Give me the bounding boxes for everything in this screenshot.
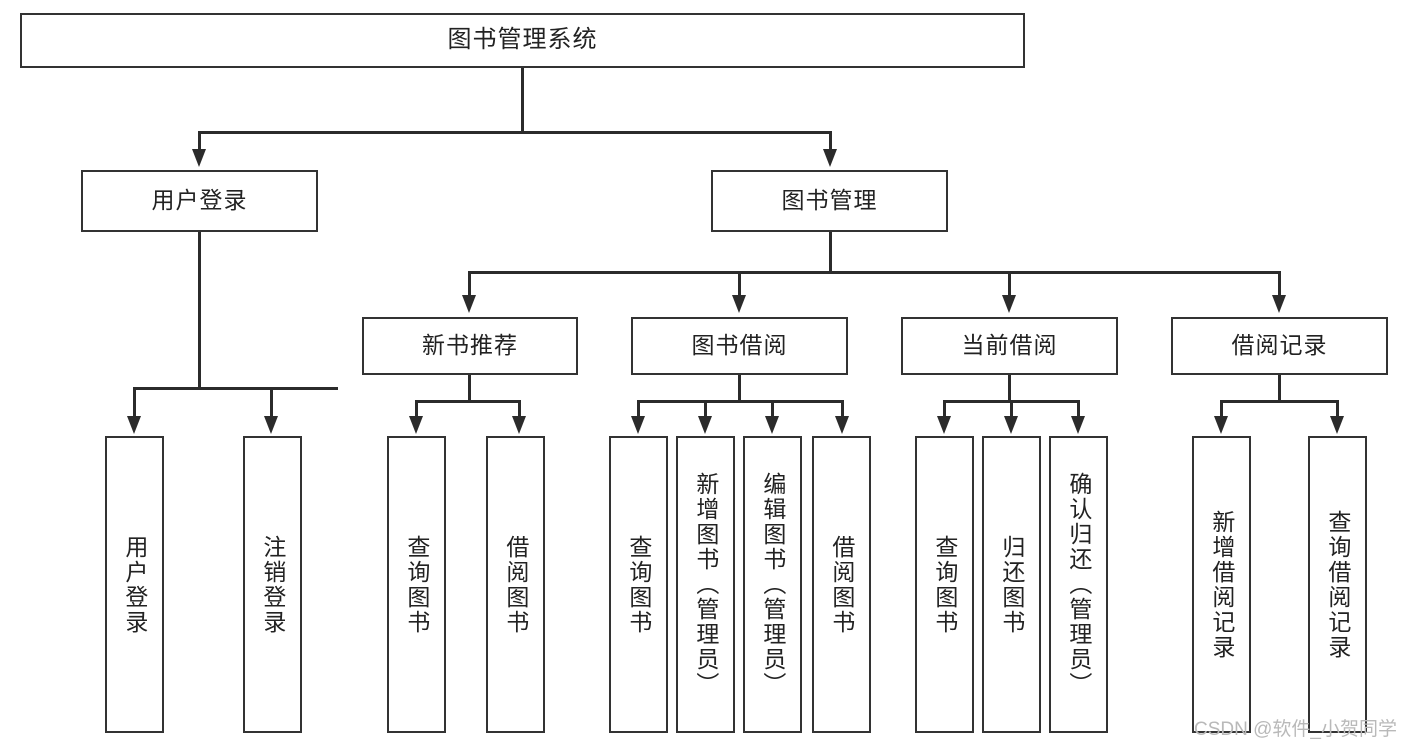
connector-user-login-drop-1 bbox=[133, 387, 136, 418]
connector-borrow-drop-3 bbox=[771, 400, 774, 418]
connector-level3-drop-4 bbox=[1278, 271, 1281, 297]
connector-borrow-drop-4 bbox=[841, 400, 844, 418]
arrow-to-leaf-return-book bbox=[1004, 416, 1018, 434]
arrow-to-leaf-query-book-1 bbox=[409, 416, 423, 434]
arrow-to-leaf-add-book bbox=[698, 416, 712, 434]
connector-record-drop-1 bbox=[1220, 400, 1223, 418]
connector-recommend-bus bbox=[415, 400, 521, 403]
arrow-to-leaf-user-login bbox=[127, 416, 141, 434]
connector-level3-drop-2 bbox=[738, 271, 741, 297]
node-current-borrow[interactable]: 当前借阅 bbox=[901, 317, 1118, 375]
arrow-to-leaf-query-book-2 bbox=[631, 416, 645, 434]
node-user-login[interactable]: 用户登录 bbox=[81, 170, 318, 232]
connector-recommend-trunk bbox=[468, 375, 471, 403]
connector-borrow-drop-1 bbox=[637, 400, 640, 418]
arrow-to-leaf-query-record bbox=[1330, 416, 1344, 434]
connector-current-trunk bbox=[1008, 375, 1011, 403]
node-book-management[interactable]: 图书管理 bbox=[711, 170, 948, 232]
arrow-to-leaf-borrow-book-2 bbox=[835, 416, 849, 434]
connector-level2-bus bbox=[198, 131, 831, 134]
leaf-query-book-borrow[interactable]: 查询图书 bbox=[609, 436, 668, 733]
connector-record-bus bbox=[1220, 400, 1338, 403]
connector-level3-bus bbox=[468, 271, 1280, 274]
leaf-add-book-admin[interactable]: 新增图书（管理员） bbox=[676, 436, 735, 733]
arrow-to-new-book-recommend bbox=[462, 295, 476, 313]
leaf-confirm-return-admin[interactable]: 确认归还（管理员） bbox=[1049, 436, 1108, 733]
connector-current-drop-2 bbox=[1010, 400, 1013, 418]
node-borrow-record[interactable]: 借阅记录 bbox=[1171, 317, 1388, 375]
leaf-borrow-book-recommend[interactable]: 借阅图书 bbox=[486, 436, 545, 733]
leaf-logout[interactable]: 注销登录 bbox=[243, 436, 302, 733]
connector-user-login-trunk bbox=[198, 232, 201, 390]
connector-level2-drop-2 bbox=[829, 131, 832, 151]
arrow-to-book-borrow bbox=[732, 295, 746, 313]
connector-user-login-drop-2 bbox=[270, 387, 273, 418]
leaf-return-book[interactable]: 归还图书 bbox=[982, 436, 1041, 733]
leaf-query-book-recommend[interactable]: 查询图书 bbox=[387, 436, 446, 733]
node-root-system[interactable]: 图书管理系统 bbox=[20, 13, 1025, 68]
leaf-query-book-current[interactable]: 查询图书 bbox=[915, 436, 974, 733]
arrow-to-leaf-add-record bbox=[1214, 416, 1228, 434]
connector-borrow-trunk bbox=[738, 375, 741, 403]
connector-record-trunk bbox=[1278, 375, 1281, 403]
connector-user-login-bus bbox=[133, 387, 338, 390]
leaf-query-borrow-record[interactable]: 查询借阅记录 bbox=[1308, 436, 1367, 733]
connector-recommend-drop-1 bbox=[415, 400, 418, 418]
connector-book-management-trunk bbox=[829, 232, 832, 274]
arrow-to-book-management bbox=[823, 149, 837, 167]
connector-current-drop-3 bbox=[1077, 400, 1080, 418]
arrow-to-leaf-query-book-3 bbox=[937, 416, 951, 434]
arrow-to-borrow-record bbox=[1272, 295, 1286, 313]
connector-borrow-bus bbox=[637, 400, 844, 403]
arrow-to-leaf-confirm-return bbox=[1071, 416, 1085, 434]
node-new-book-recommend[interactable]: 新书推荐 bbox=[362, 317, 578, 375]
connector-borrow-drop-2 bbox=[704, 400, 707, 418]
connector-record-drop-2 bbox=[1336, 400, 1339, 418]
leaf-edit-book-admin[interactable]: 编辑图书（管理员） bbox=[743, 436, 802, 733]
leaf-borrow-book[interactable]: 借阅图书 bbox=[812, 436, 871, 733]
connector-recommend-drop-2 bbox=[518, 400, 521, 418]
connector-root-trunk bbox=[521, 68, 524, 133]
arrow-to-user-login bbox=[192, 149, 206, 167]
connector-level2-drop-1 bbox=[198, 131, 201, 151]
node-book-borrow[interactable]: 图书借阅 bbox=[631, 317, 848, 375]
arrow-to-leaf-edit-book bbox=[765, 416, 779, 434]
leaf-user-login[interactable]: 用户登录 bbox=[105, 436, 164, 733]
arrow-to-leaf-logout bbox=[264, 416, 278, 434]
leaf-add-borrow-record[interactable]: 新增借阅记录 bbox=[1192, 436, 1251, 733]
connector-level3-drop-3 bbox=[1008, 271, 1011, 297]
connector-level3-drop-1 bbox=[468, 271, 471, 297]
arrow-to-current-borrow bbox=[1002, 295, 1016, 313]
arrow-to-leaf-borrow-book-1 bbox=[512, 416, 526, 434]
connector-current-drop-1 bbox=[943, 400, 946, 418]
